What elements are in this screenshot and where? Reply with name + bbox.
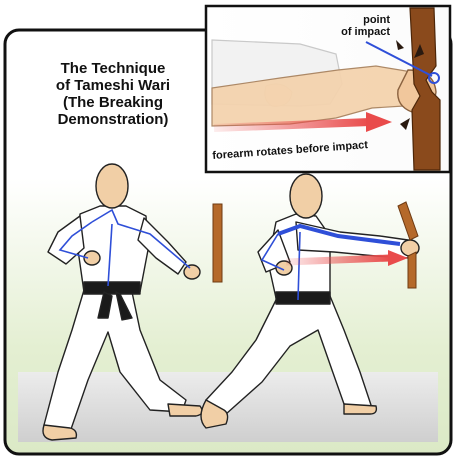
title-line-3: (The Breaking: [18, 94, 208, 111]
impact-label-line2: of impact: [300, 26, 390, 38]
title-line-4: Demonstration): [18, 111, 208, 128]
title-line-2: of Tameshi Wari: [18, 77, 208, 94]
title-line-1: The Technique: [18, 60, 208, 77]
impact-label-line1: point: [326, 14, 390, 26]
wooden-board: [213, 204, 222, 282]
